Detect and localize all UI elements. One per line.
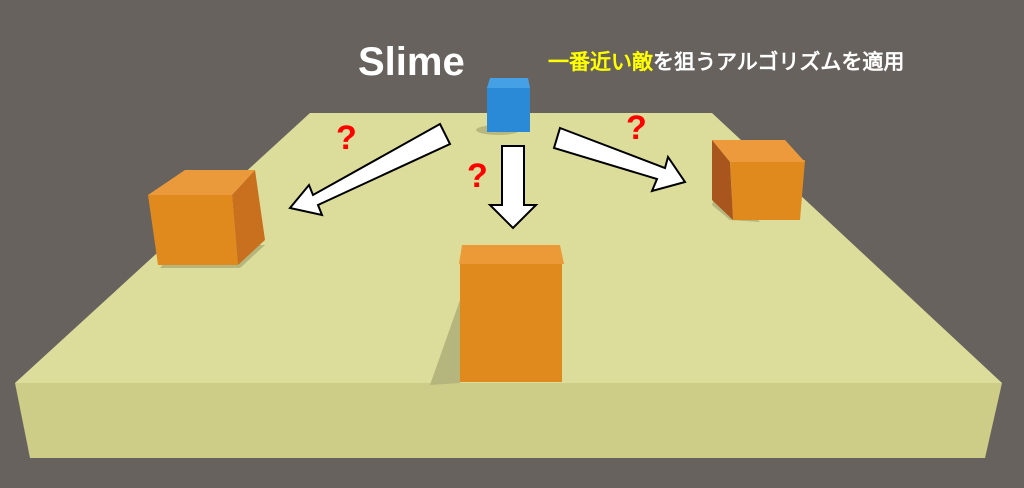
arrows xyxy=(288,122,687,230)
arrow-right xyxy=(552,126,687,193)
caption-highlight: 一番近い敵 xyxy=(548,50,653,74)
question-mark-center: ? xyxy=(467,157,488,195)
arrow-down xyxy=(487,145,539,230)
enemy-cube-right xyxy=(712,140,805,222)
enemy-cube-center xyxy=(430,245,564,385)
enemy-cube-left xyxy=(148,170,265,268)
question-mark-left: ? xyxy=(336,119,357,157)
player-cube xyxy=(476,78,530,135)
question-mark-right: ? xyxy=(626,109,647,147)
floor-front xyxy=(15,383,1002,458)
title-label: Slime xyxy=(358,40,465,84)
arrow-left xyxy=(288,122,452,217)
caption-rest: を狙うアルゴリズムを適用 xyxy=(653,50,905,74)
caption: 一番近い敵を狙うアルゴリズムを適用 xyxy=(548,48,904,76)
